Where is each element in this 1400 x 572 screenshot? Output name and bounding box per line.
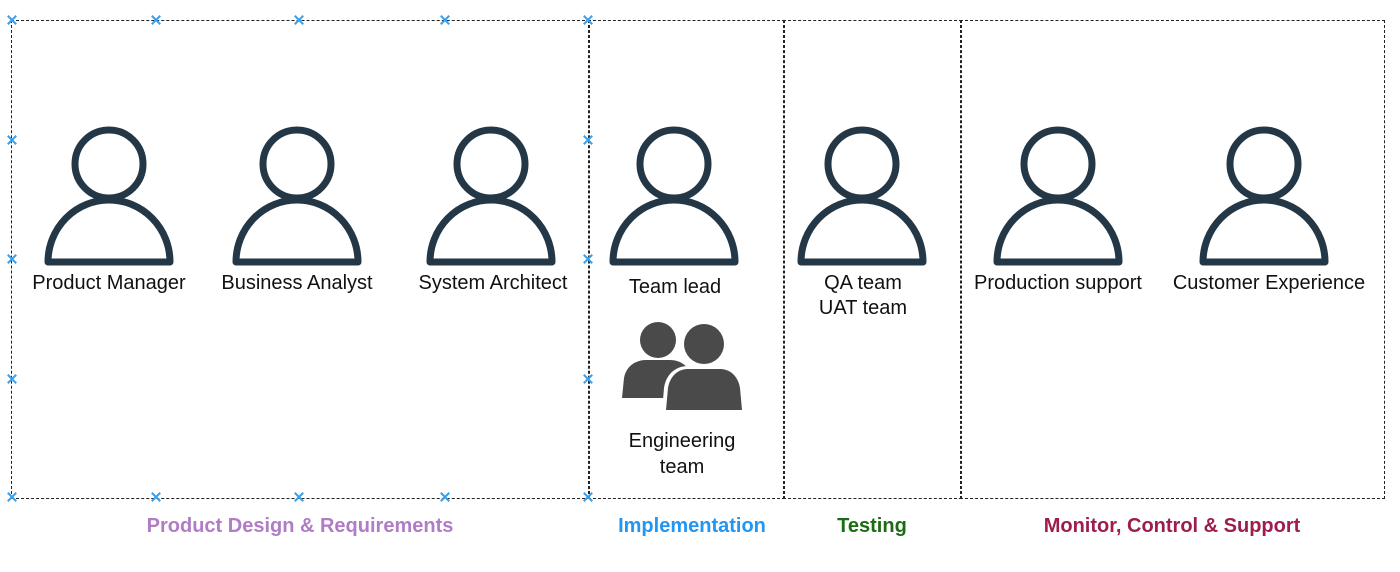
label-system-architect: System Architect [418,272,568,294]
selection-handle-icon[interactable] [7,135,17,145]
selection-handle-icon[interactable] [7,374,17,384]
selection-handle-icon[interactable] [440,15,450,25]
selection-handle-icon[interactable] [583,135,593,145]
person-outline-icon [797,126,927,266]
selection-handle-icon[interactable] [294,15,304,25]
label-customer-experience: Customer Experience [1172,272,1366,294]
phase-label-monitor: Monitor, Control & Support [1043,515,1301,537]
selection-handle-icon[interactable] [583,374,593,384]
selection-handle-icon[interactable] [583,254,593,264]
person-outline-icon [993,126,1123,266]
label-engineering-line2: team [659,456,705,478]
phase-box-monitor [960,20,1385,499]
people-group-icon [622,321,744,412]
person-outline-icon [1199,126,1329,266]
phase-label-testing: Testing [837,515,907,537]
label-uat-team: UAT team [818,297,908,319]
person-outline-icon [44,126,174,266]
selection-handle-icon[interactable] [7,254,17,264]
phase-label-product-design: Product Design & Requirements [146,515,454,537]
selection-handle-icon[interactable] [7,15,17,25]
label-qa-team: QA team [824,272,902,294]
selection-handle-icon[interactable] [583,492,593,502]
phase-box-testing [783,20,962,499]
label-engineering-line1: Engineering [628,430,736,452]
phase-label-implementation: Implementation [618,515,766,537]
selection-handle-icon[interactable] [151,492,161,502]
label-team-lead: Team lead [628,276,722,298]
selection-handle-icon[interactable] [151,15,161,25]
selection-handle-icon[interactable] [583,15,593,25]
person-outline-icon [609,126,739,266]
label-production-support: Production support [974,272,1142,294]
label-product-manager: Product Manager [32,272,186,294]
selection-handle-icon[interactable] [294,492,304,502]
label-business-analyst: Business Analyst [221,272,373,294]
person-outline-icon [426,126,556,266]
person-outline-icon [232,126,362,266]
selection-handle-icon[interactable] [440,492,450,502]
selection-handle-icon[interactable] [7,492,17,502]
